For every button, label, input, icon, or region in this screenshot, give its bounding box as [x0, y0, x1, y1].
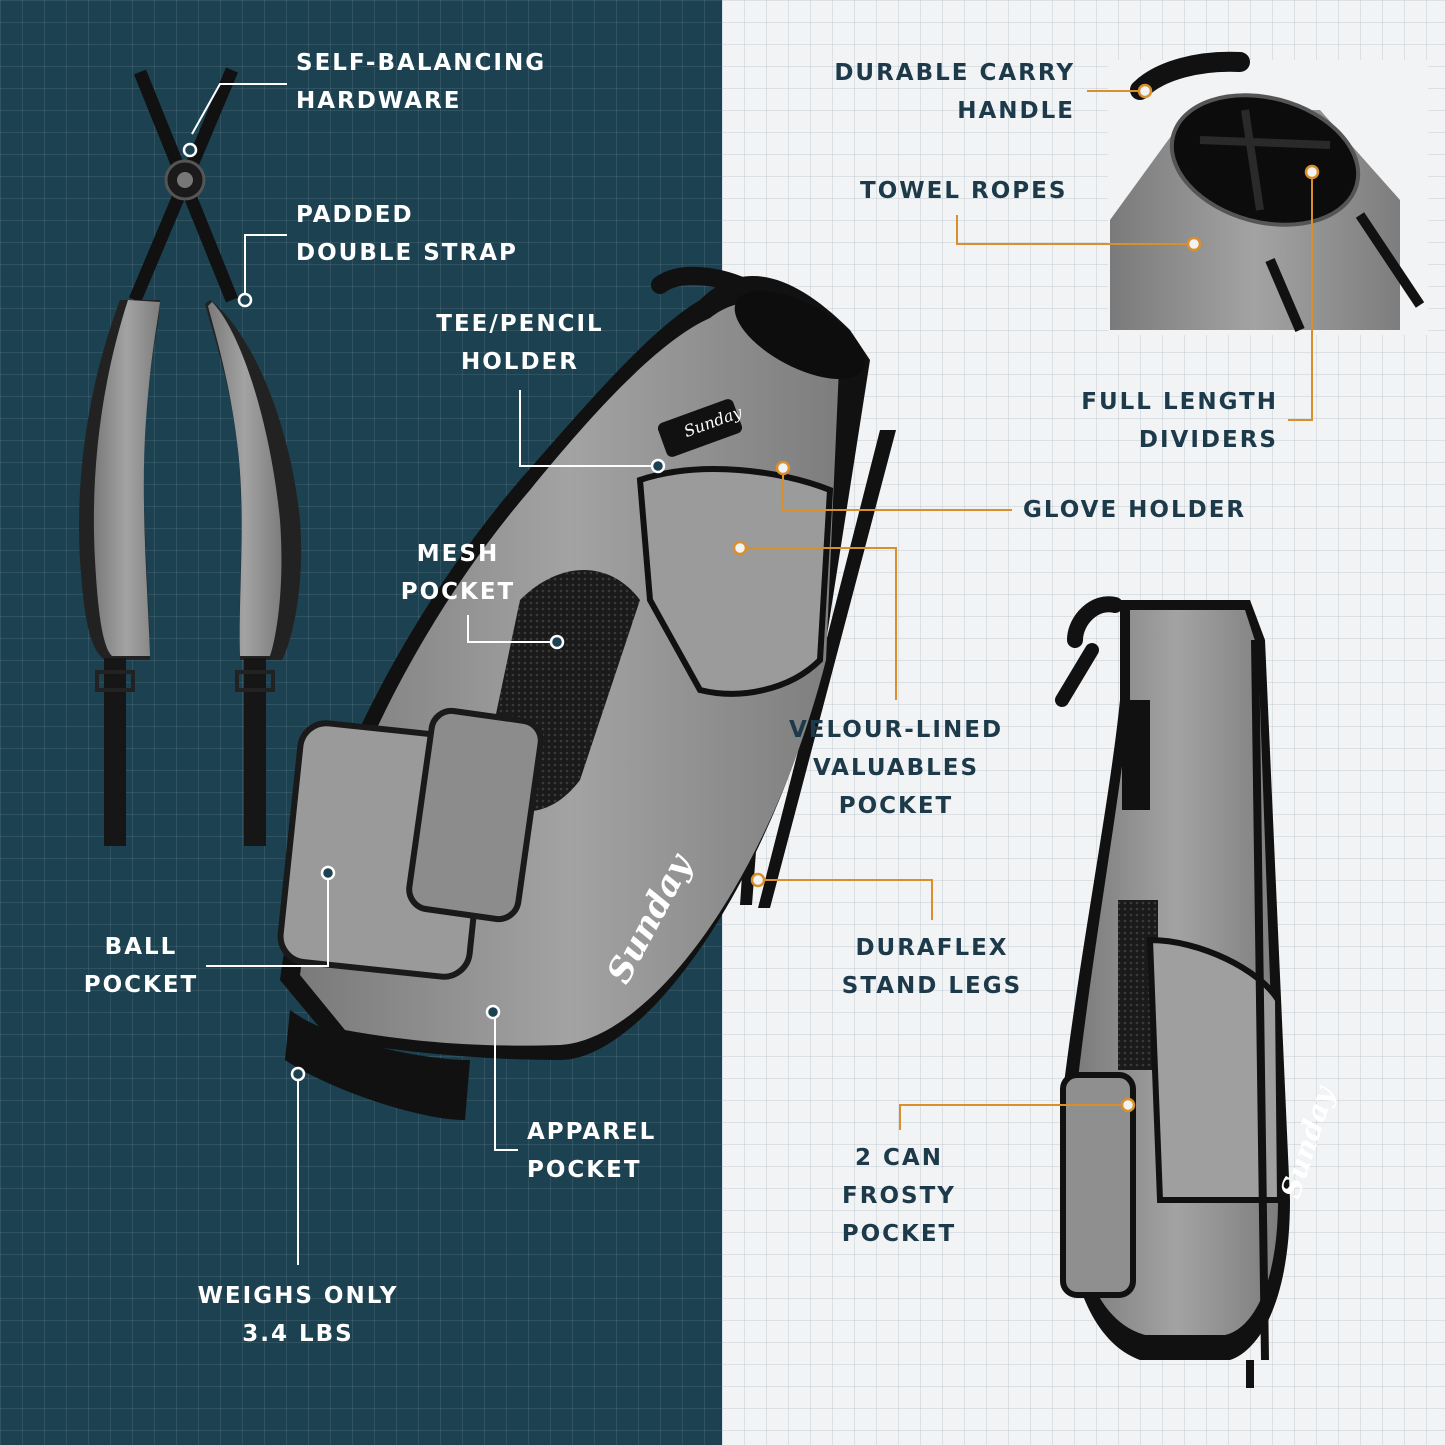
label-towel-ropes: TOWEL ROPES	[860, 178, 1068, 204]
double-strap-illustration	[79, 67, 302, 846]
bag-top-illustration	[1108, 51, 1428, 335]
label-glove-holder: GLOVE HOLDER	[1023, 497, 1247, 523]
main-bag-illustration: Sunday Sunday	[277, 266, 896, 1120]
callout-lines-left	[191, 83, 658, 1265]
callout-dots-right	[732, 83, 1320, 1113]
callout-dots-left	[182, 142, 666, 1082]
side-bag-illustration: Sunday	[1055, 596, 1341, 1388]
callout-lines-right	[740, 90, 1313, 1130]
